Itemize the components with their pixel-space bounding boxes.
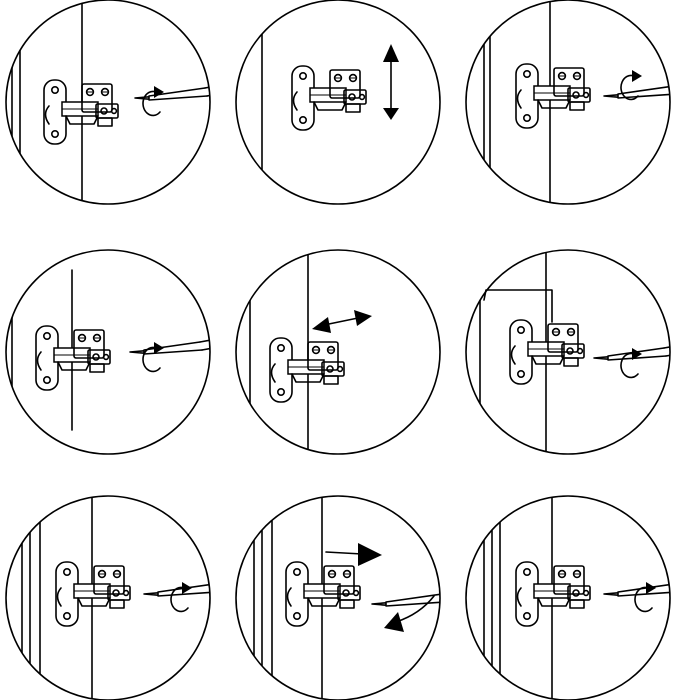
panel-step-7 bbox=[6, 495, 238, 700]
horizontal-double-arrow-icon bbox=[312, 310, 372, 333]
panel-step-4 bbox=[6, 250, 224, 460]
curved-rotation-icon bbox=[635, 582, 656, 611]
panel-step-9 bbox=[466, 495, 674, 700]
panel-step-1 bbox=[6, 0, 229, 210]
panel-step-5 bbox=[236, 250, 440, 460]
curved-rotation-icon bbox=[171, 582, 192, 611]
vertical-double-arrow-icon bbox=[383, 44, 399, 120]
curved-rotation-icon bbox=[143, 342, 164, 371]
curved-rotation-icon bbox=[621, 70, 642, 99]
panel-step-3 bbox=[466, 0, 674, 210]
panel-step-8 bbox=[236, 495, 466, 700]
curved-rotation-icon bbox=[143, 86, 164, 115]
panel-step-2 bbox=[236, 0, 440, 210]
horizontal-arrow-and-curved-arrow-icon bbox=[326, 543, 434, 632]
panel-step-6 bbox=[466, 250, 674, 460]
